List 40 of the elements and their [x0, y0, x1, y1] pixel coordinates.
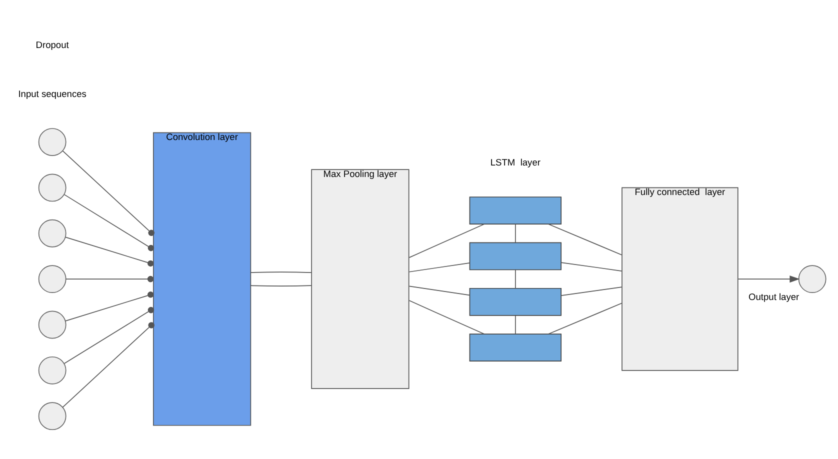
node-box: Convolution layer [152, 132, 252, 426]
node-circle [38, 402, 66, 430]
node-box [469, 196, 562, 224]
connector [64, 306, 154, 364]
connector [250, 271, 312, 272]
node-circle [38, 173, 66, 202]
node-box [469, 287, 562, 316]
node-box [469, 242, 562, 270]
node-box: Max Pooling layer [311, 168, 410, 389]
connector [560, 262, 622, 271]
connector [515, 314, 516, 334]
connector [515, 223, 516, 243]
connector [515, 268, 516, 288]
label: LSTM layer [490, 157, 540, 168]
connector [62, 322, 154, 408]
node-label: Output layer [748, 292, 800, 302]
node-box [469, 333, 562, 362]
connector [408, 262, 470, 272]
node-circle [38, 356, 66, 384]
node-circle [38, 264, 66, 293]
arrow [738, 275, 800, 282]
connector [560, 286, 622, 296]
connector [64, 194, 154, 251]
connector [250, 284, 312, 286]
connector [65, 236, 154, 266]
node-box: Fully connected layer [622, 186, 738, 370]
node-circle [798, 264, 826, 293]
label: Input sequences [18, 88, 86, 99]
connector [408, 300, 485, 334]
connector [66, 275, 154, 282]
node-circle [38, 218, 66, 247]
node-circle [38, 310, 66, 338]
label: Dropout [36, 39, 69, 50]
connector [548, 302, 622, 334]
connector [65, 291, 154, 321]
connector [548, 223, 622, 255]
connector [62, 150, 154, 236]
node-circle [38, 128, 66, 156]
connector [408, 223, 485, 258]
connector [408, 285, 470, 296]
